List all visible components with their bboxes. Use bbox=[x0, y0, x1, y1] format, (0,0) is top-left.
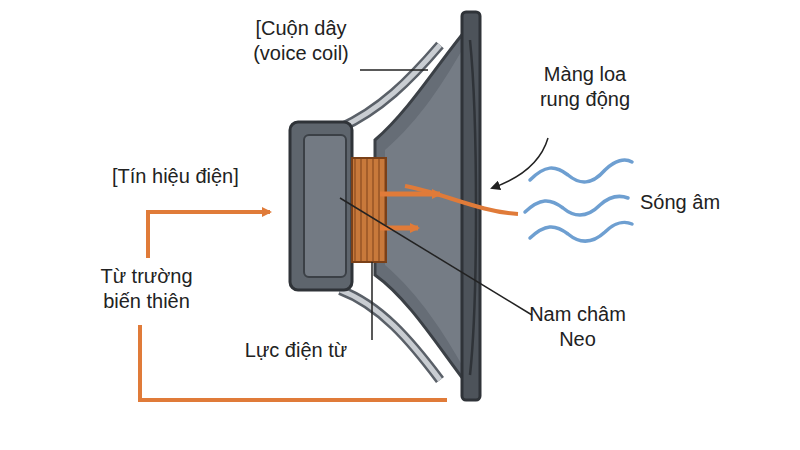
field-label: Từ trường biến thiên bbox=[84, 264, 209, 314]
part-label: Nam châm Neo bbox=[520, 302, 635, 352]
signal-label: [Tín hiệu điện] bbox=[112, 164, 287, 189]
wave-label: Sóng âm bbox=[640, 190, 760, 215]
leader-line bbox=[340, 198, 532, 315]
voice-coil bbox=[352, 158, 386, 262]
leader-line bbox=[360, 69, 428, 71]
leader-line bbox=[492, 138, 548, 188]
signal-line bbox=[148, 212, 270, 258]
sound-wave bbox=[525, 160, 632, 241]
force-label: Lực điện từ bbox=[226, 338, 366, 363]
motion-line bbox=[405, 186, 518, 214]
speaker-cone bbox=[375, 25, 470, 388]
part-label: [Cuộn dây (voice coil) bbox=[240, 16, 362, 66]
part-label: Màng loa rung động bbox=[530, 62, 640, 112]
magnet bbox=[290, 122, 352, 290]
leader-line bbox=[371, 262, 373, 340]
field-line bbox=[140, 325, 447, 400]
